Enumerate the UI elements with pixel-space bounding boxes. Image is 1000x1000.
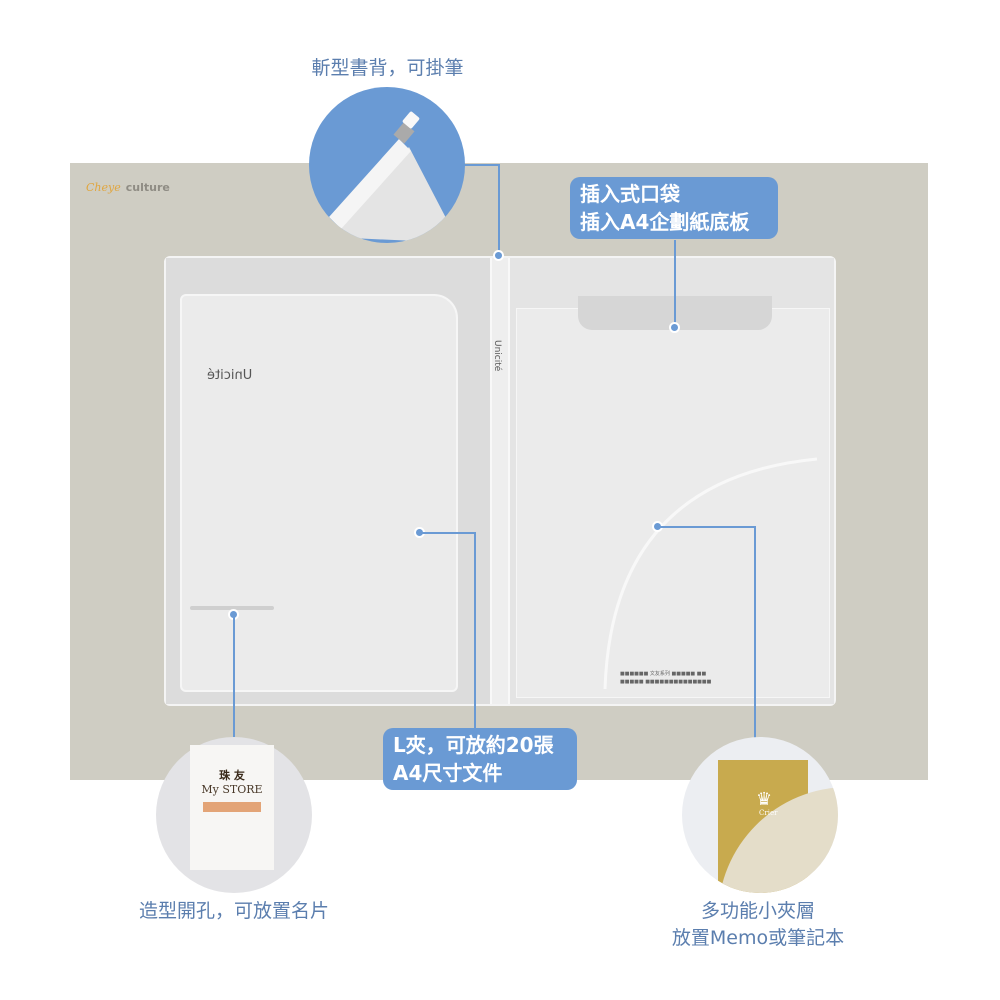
card-name: My STORE: [201, 783, 263, 796]
brand-logo: Cheye culture: [86, 181, 170, 194]
pen-detail-image: [309, 87, 465, 243]
card-slot: [190, 606, 274, 610]
caption-card-slot: 造型開孔，可放置名片: [138, 900, 329, 922]
crown-icon: ♛: [756, 789, 773, 810]
printed-line: ■■■■■■ 文友系列 ■■■■■ ■■: [620, 671, 707, 677]
memo-image: ♛ Crier: [682, 737, 838, 893]
memo-pocket: [516, 308, 830, 698]
callout-l-clip: L夾，可放約20張 A4尺寸文件: [383, 728, 577, 790]
product-logo: Unicité: [207, 368, 253, 383]
notebook-brand: Crier: [759, 809, 778, 817]
card-bar: [203, 802, 261, 812]
brand-word: culture: [125, 181, 170, 194]
brand-script: Cheye: [86, 181, 121, 194]
printed-line: ■■■■■ ■■■■■■■■■■■■■■: [620, 679, 712, 685]
marker-dot: [493, 250, 504, 261]
callout-line: 插入式口袋: [580, 182, 680, 206]
caption-line: 多功能小夾層: [700, 900, 815, 922]
caption-memo: 多功能小夾層放置Memo或筆記本: [620, 898, 896, 952]
pocket-curve: [603, 457, 818, 690]
callout-line: A4尺寸文件: [393, 761, 503, 785]
callout-line: L夾，可放約20張: [393, 733, 554, 757]
card-title: 珠 友: [219, 769, 245, 782]
spine: [490, 258, 510, 704]
callout-line: 插入A4企劃紙底板: [580, 210, 750, 234]
marker-dot: [669, 322, 680, 333]
callout-insert-pocket: 插入式口袋插入A4企劃紙底板: [570, 177, 778, 239]
spine-logo: Unicité: [492, 340, 502, 372]
l-clip-pocket: [180, 294, 458, 692]
caption-spine: 斬型書背，可掛筆: [311, 57, 464, 79]
caption-line: 放置Memo或筆記本: [671, 927, 845, 949]
printed-label: ■■■■■■ 文友系列 ■■■■■ ■■ ■■■■■ ■■■■■■■■■■■■■■: [620, 670, 711, 686]
pen-icon: [329, 111, 459, 243]
